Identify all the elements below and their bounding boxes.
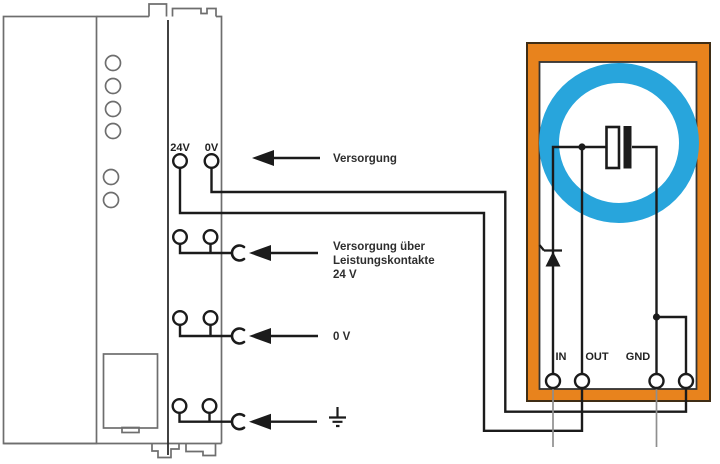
terminal-bus-wire: [178, 413, 233, 423]
pin-gnd-label: GND: [626, 351, 651, 363]
supply-terminal-row: 24V 0V Versorgung: [170, 142, 397, 169]
pin-in-terminal: [544, 372, 562, 390]
terminal-right: [201, 398, 218, 415]
piezo-element-icon: [605, 125, 632, 170]
terminal-0v: [203, 152, 220, 169]
io-module: [2, 3, 223, 459]
sensor-coil-ring: [539, 63, 699, 223]
arrow-left-icon: [249, 413, 271, 430]
terminal-left: [171, 228, 188, 245]
led-indicator: [102, 168, 120, 186]
led-indicator: [104, 77, 122, 95]
earth-ground-icon: [329, 407, 346, 428]
terminal-0v-label: 0V: [205, 142, 219, 154]
module-label-plate-tab: [121, 426, 140, 434]
diode-anode-triangle: [545, 251, 561, 267]
sensor: [526, 42, 711, 402]
zener-diode-icon: [538, 244, 562, 267]
terminal-left: [171, 398, 188, 415]
junction-dot: [652, 313, 661, 321]
arrow-left-icon: [249, 245, 271, 261]
zero-volt-annotation: 0 V: [333, 331, 351, 343]
power-contact-row-0v: 0 V: [171, 310, 351, 345]
led-indicator: [102, 191, 120, 209]
terminal-right: [202, 228, 219, 245]
ground-row: [171, 398, 346, 431]
junction-dot: [578, 143, 586, 151]
supply-annotation: Versorgung: [333, 153, 397, 165]
piezo-plate-hollow: [605, 125, 621, 170]
module-body-outline: [2, 15, 98, 445]
sensor-internal-circuit: [551, 145, 688, 374]
annotation-line3: 24 V: [333, 269, 357, 281]
arrow-left-icon: [252, 150, 274, 166]
din-rail-latch-bottom: [151, 443, 217, 459]
terminal-24v-label: 24V: [170, 142, 190, 154]
terminal-bus-wire: [178, 244, 233, 255]
diode-cathode-bar: [538, 244, 562, 252]
piezo-plate-solid: [623, 126, 632, 169]
contact-socket-icon: [230, 244, 246, 262]
module-right-edge: [216, 15, 223, 444]
led-indicator: [104, 54, 122, 72]
pin-in-label: IN: [556, 351, 567, 363]
sensor-pin-terminals: [544, 372, 695, 390]
terminal-left: [171, 310, 188, 327]
pin-gnd-terminal-2: [677, 372, 695, 390]
contact-socket-icon: [230, 327, 246, 345]
sensor-face: [538, 61, 698, 390]
power-contact-row-24v: Versorgung über Leistungskontakte 24 V: [171, 228, 435, 281]
wire-24v-to-out: [178, 168, 584, 432]
pin-out-terminal: [573, 372, 591, 390]
external-wiring: [178, 168, 688, 432]
contact-socket-icon: [230, 412, 246, 431]
arrow-left-icon: [249, 328, 271, 344]
led-indicator: [104, 122, 122, 140]
terminal-right: [202, 310, 219, 327]
terminal-bus-wire: [178, 325, 233, 338]
din-rail-latch-top: [148, 3, 217, 17]
wire-piezo-to-gnd: [632, 145, 688, 374]
wire-0v-to-gnd: [210, 168, 688, 413]
wire-piezo-to-in: [551, 145, 606, 374]
annotation-line1: Versorgung über: [333, 241, 426, 253]
module-label-plate: [102, 353, 159, 429]
annotation-line2: Leistungskontakte: [333, 255, 435, 267]
terminal-24v: [171, 152, 188, 169]
pin-out-label: OUT: [585, 351, 609, 363]
led-indicator: [104, 100, 122, 118]
pin-gnd-terminal-1: [648, 372, 665, 390]
